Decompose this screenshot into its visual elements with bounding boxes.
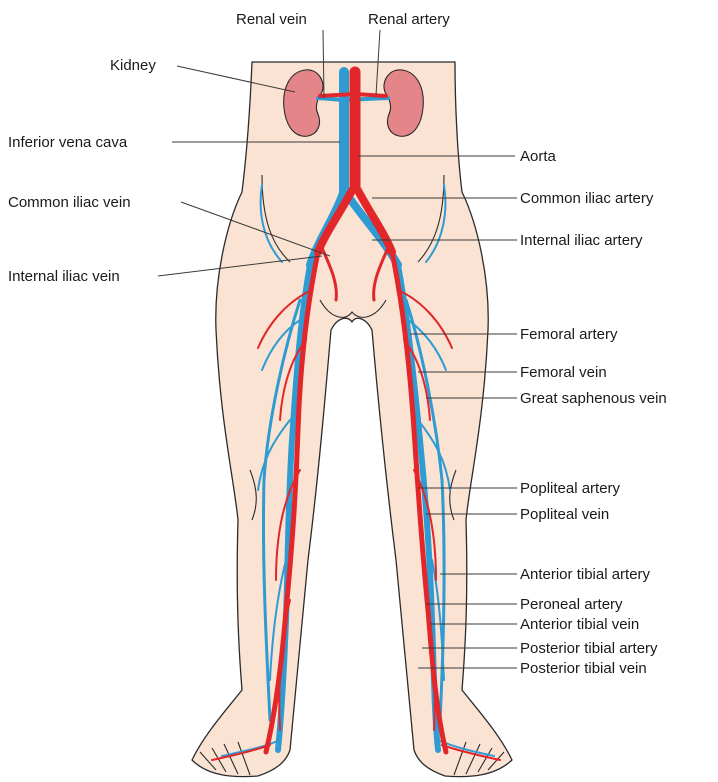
left-kidney <box>284 70 323 136</box>
label-popliteal-artery: Popliteal artery <box>520 480 621 497</box>
label-peroneal-artery: Peroneal artery <box>520 596 623 613</box>
label-great-saphenous-vein: Great saphenous vein <box>520 390 667 407</box>
label-common-iliac-vein: Common iliac vein <box>8 194 131 211</box>
label-aorta: Aorta <box>520 148 557 165</box>
label-common-iliac-artery: Common iliac artery <box>520 190 654 207</box>
label-renal-artery: Renal artery <box>368 11 450 28</box>
label-internal-iliac-vein: Internal iliac vein <box>8 268 120 285</box>
label-popliteal-vein: Popliteal vein <box>520 506 609 523</box>
label-femoral-vein: Femoral vein <box>520 364 607 381</box>
right-kidney <box>384 70 423 136</box>
label-posterior-tibial-artery: Posterior tibial artery <box>520 640 658 657</box>
label-internal-iliac-artery: Internal iliac artery <box>520 232 643 249</box>
label-femoral-artery: Femoral artery <box>520 326 618 343</box>
label-renal-vein: Renal vein <box>236 11 307 28</box>
label-posterior-tibial-vein: Posterior tibial vein <box>520 660 647 677</box>
label-inferior-vena-cava: Inferior vena cava <box>8 134 128 151</box>
label-kidney: Kidney <box>110 57 156 74</box>
label-anterior-tibial-vein: Anterior tibial vein <box>520 616 639 633</box>
label-anterior-tibial-artery: Anterior tibial artery <box>520 566 651 583</box>
